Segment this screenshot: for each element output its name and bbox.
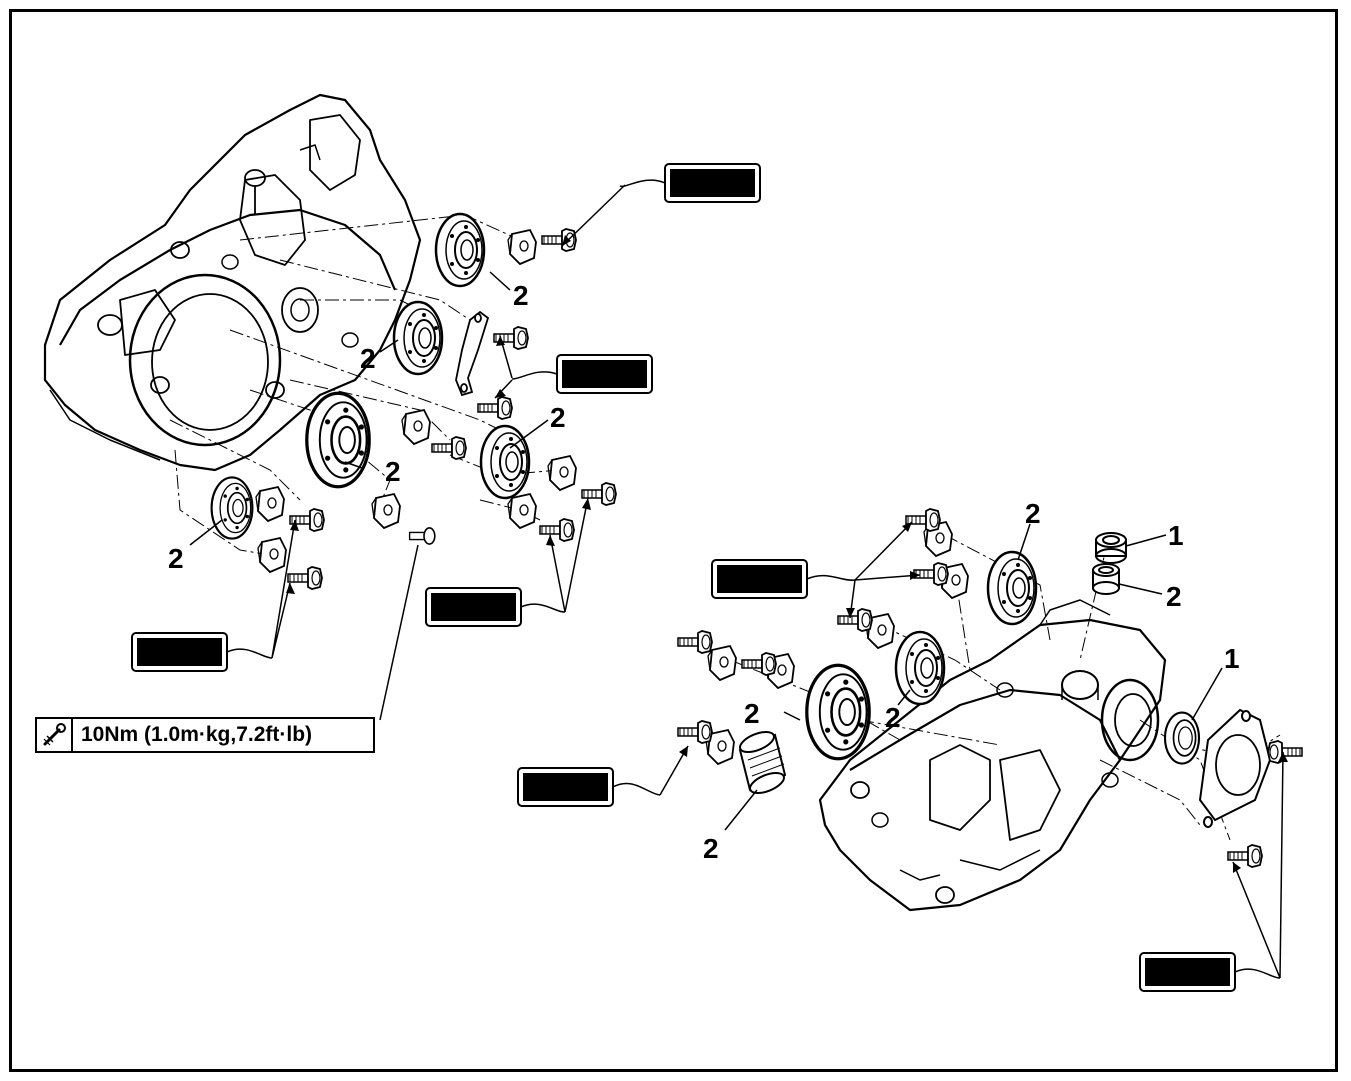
torque-spec-box: 10Nm (1.0m·kg,7.2ft·lb) (35, 717, 375, 753)
callout-right-bearing-center: 2 (885, 702, 901, 733)
left-bolt-8 (287, 566, 323, 590)
left-crankcase (43, 93, 422, 472)
left-plate-7 (257, 537, 287, 573)
left-plate-1 (507, 229, 537, 265)
left-bolt-4 (431, 436, 467, 460)
left-bolt-1 (541, 228, 577, 252)
right-needle-bearing (738, 730, 787, 795)
leader-lines (189, 184, 1284, 979)
left-bracket (455, 310, 490, 397)
callout-left-bearing-right: 2 (550, 402, 566, 433)
torque-value: 10Nm (1.0m·kg,7.2ft·lb) (81, 723, 313, 746)
right-seal-right (1163, 711, 1201, 765)
right-bearing-top (986, 550, 1038, 626)
right-bearing-center (894, 630, 946, 706)
left-plate-2 (401, 409, 431, 445)
callout-right-bearing-large: 2 (744, 698, 760, 729)
right-crankcase (818, 599, 1167, 912)
lock-tag-7 (1139, 952, 1281, 992)
torque-wrench-icon (37, 719, 73, 751)
right-bearing-large (805, 663, 871, 761)
lock-tag-3 (425, 587, 566, 627)
lock-tag-5 (711, 559, 856, 599)
left-bearing-large (305, 391, 371, 489)
left-plate-3 (547, 455, 577, 491)
callout-right-seal-top: 1 (1168, 520, 1184, 551)
left-bearing-top (434, 212, 486, 288)
left-bolt-9 (408, 527, 436, 545)
right-cover-plate (1198, 708, 1272, 828)
callout-right-bearing-top: 2 (1025, 498, 1041, 529)
left-bolt-2 (493, 326, 529, 350)
lock-tag-1 (619, 163, 761, 203)
right-collar-top (1092, 563, 1120, 595)
left-bolt-3 (477, 396, 513, 420)
callout-left-bearing-mid: 2 (360, 343, 376, 374)
left-bearing-bottom (210, 476, 254, 540)
left-plate-6 (255, 486, 285, 522)
lock-tag-2 (511, 354, 653, 394)
callout-left-bearing-top: 2 (513, 280, 529, 311)
right-plate-4 (707, 645, 737, 681)
left-bolt-6 (539, 518, 575, 542)
right-bolt-4 (677, 630, 713, 654)
lock-tag-4 (131, 632, 273, 672)
lock-tag-6 (517, 767, 661, 807)
leader-arrowheads (286, 235, 1288, 873)
right-bolt-1 (905, 508, 941, 532)
left-plate-4 (507, 493, 537, 529)
left-bearing-right (479, 424, 531, 500)
right-bolt-2 (913, 562, 949, 586)
left-plate-5 (371, 493, 401, 529)
left-bearing-mid (392, 300, 444, 376)
callout-right-needle-bearing: 2 (703, 833, 719, 864)
callout-right-seal-right: 1 (1224, 643, 1240, 674)
callout-right-collar-top: 2 (1166, 581, 1182, 612)
right-seal-top (1095, 532, 1127, 564)
right-bolt-3 (837, 608, 873, 632)
callout-left-bearing-bottom: 2 (168, 543, 184, 574)
right-bolt-6 (677, 720, 713, 744)
callout-left-bearing-large: 2 (385, 456, 401, 487)
diagram-frame (9, 9, 1338, 1072)
